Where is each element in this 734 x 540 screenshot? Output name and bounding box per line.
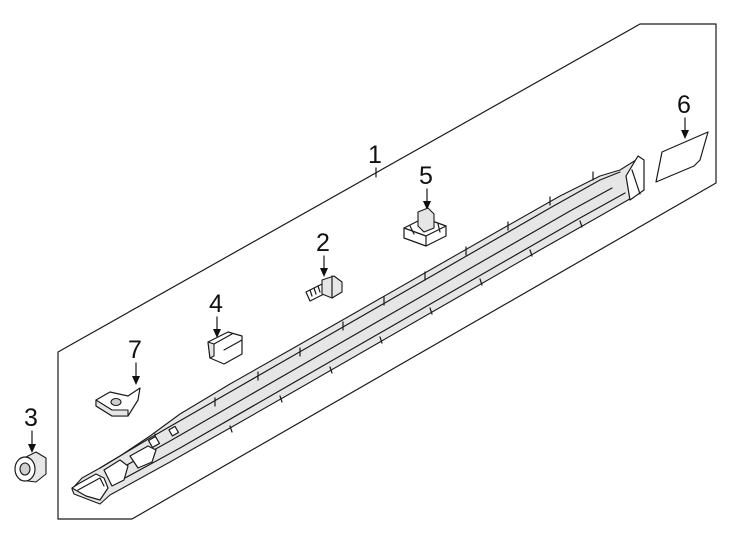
callout-3-number: 3: [24, 404, 38, 432]
callout-6-number: 6: [677, 91, 691, 119]
callout-3-arrow: [28, 444, 36, 453]
callout-2-arrow: [320, 268, 328, 277]
callout-2: 2: [316, 229, 330, 277]
bracket-part: [95, 387, 141, 417]
callout-2-number: 2: [316, 229, 330, 257]
callout-6: 6: [677, 91, 691, 139]
callout-7-number: 7: [128, 336, 142, 364]
callout-4-number: 4: [209, 290, 223, 318]
callout-4: 4: [209, 290, 223, 338]
callout-4-arrow: [213, 329, 221, 338]
emblem-plate-part: [655, 131, 709, 183]
grommet-part: [14, 451, 47, 483]
clip-part: [403, 207, 447, 247]
callout-1-number: 1: [368, 141, 382, 169]
callout-5: 5: [419, 162, 433, 210]
callout-5-number: 5: [419, 162, 433, 190]
callout-5-arrow: [423, 201, 431, 210]
bolt-part: [305, 275, 343, 302]
callout-7-arrow: [132, 376, 140, 385]
rocker-molding-part: [71, 155, 645, 505]
retainer-part: [207, 331, 243, 365]
callout-7: 7: [128, 336, 142, 385]
assembly-panel-outline: [57, 23, 717, 520]
callout-1: 1: [368, 141, 382, 178]
callout-6-arrow: [681, 130, 689, 139]
callout-3: 3: [24, 404, 38, 453]
